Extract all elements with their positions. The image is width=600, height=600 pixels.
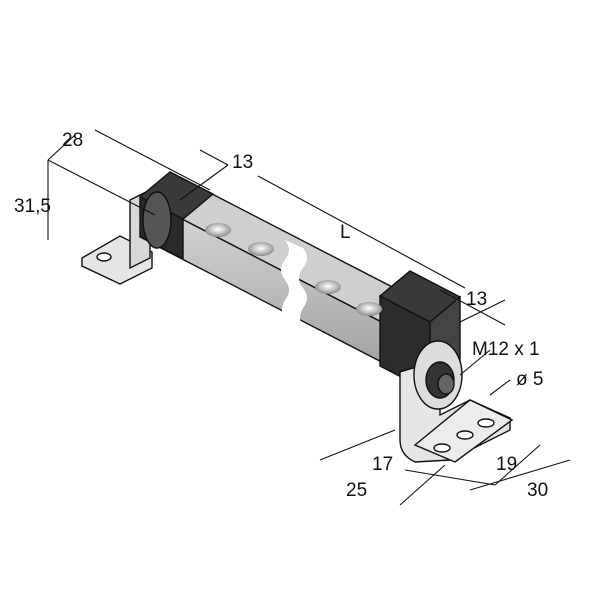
led — [315, 280, 341, 294]
dim-25: 25 — [346, 480, 367, 501]
mount-hole — [477, 418, 495, 428]
dim-13-right: 13 — [466, 289, 487, 310]
dim-31-5: 31,5 — [14, 196, 51, 217]
mount-hole — [433, 443, 451, 453]
dim-30: 30 — [527, 480, 548, 501]
mount-hole — [456, 430, 474, 440]
right-bracket — [399, 340, 514, 463]
led — [205, 223, 231, 237]
led — [356, 302, 382, 316]
dim-28: 28 — [62, 130, 83, 151]
dim-connector: M12 x 1 — [472, 339, 540, 360]
led — [248, 242, 274, 256]
light-bar — [138, 171, 462, 394]
dim-length: L — [340, 222, 351, 243]
length-break — [281, 240, 307, 330]
dimension-lines — [47, 129, 571, 506]
dim-hole-diameter: ø 5 — [516, 369, 543, 390]
dim-19: 19 — [496, 454, 517, 475]
dim-13-left: 13 — [232, 152, 253, 173]
dim-17: 17 — [372, 454, 393, 475]
mount-hole — [96, 252, 112, 262]
